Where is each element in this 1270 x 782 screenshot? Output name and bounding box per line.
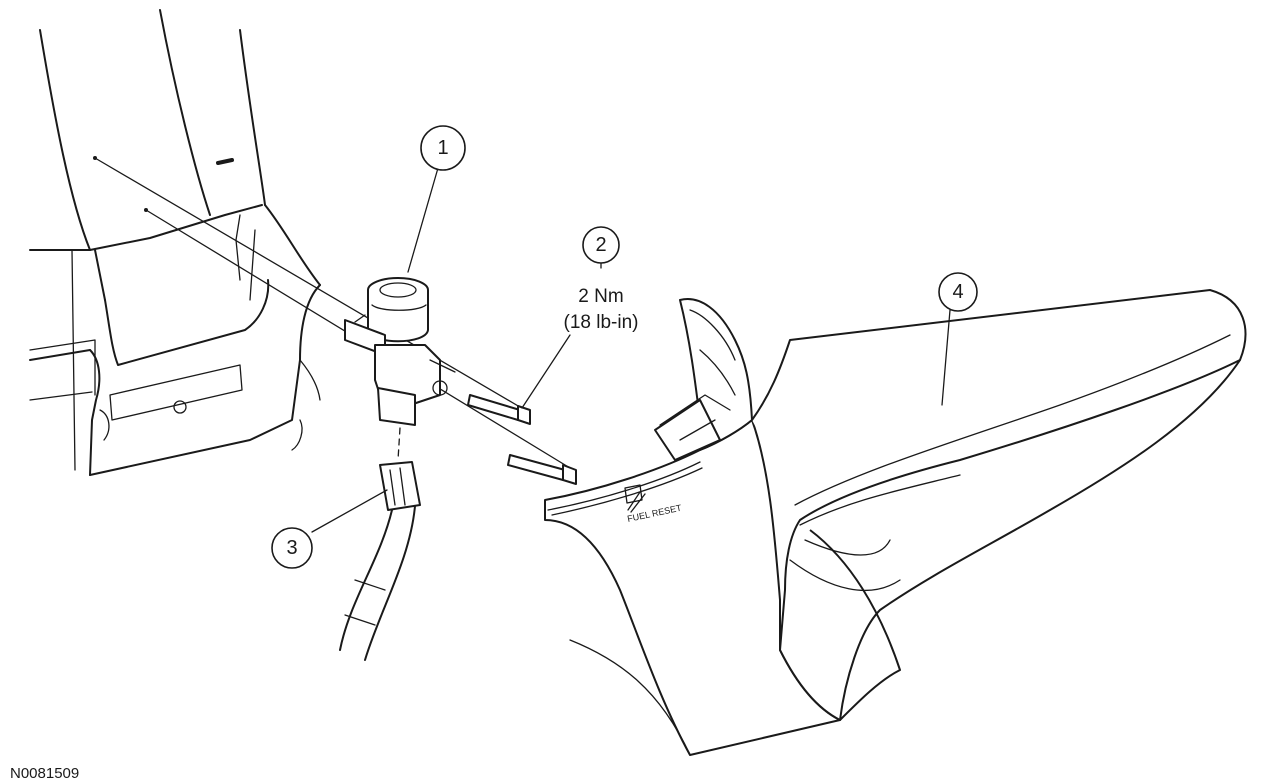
- vehicle-body-pillar: [29, 9, 321, 476]
- torque-spec: 2 Nm (18 lb-in): [564, 286, 639, 333]
- callout-leaders: [311, 167, 951, 533]
- callout-2: 2: [582, 226, 620, 264]
- inertia-fuel-shutoff-switch: [344, 277, 456, 426]
- callout-3: 3: [271, 527, 313, 569]
- callout-3-number: 3: [286, 537, 297, 559]
- callout-1: 1: [420, 125, 466, 171]
- electrical-connector: [339, 427, 421, 661]
- callout-4-number: 4: [952, 281, 963, 303]
- kick-panel-trim: [544, 289, 1247, 756]
- callout-1-number: 1: [437, 137, 448, 159]
- callout-4: 4: [938, 272, 978, 312]
- torque-spec-metric: 2 Nm: [578, 286, 623, 307]
- retaining-bolts: [467, 394, 577, 485]
- art-id-label: N0081509: [10, 765, 79, 782]
- bolt-alignment-lines: [93, 156, 571, 469]
- torque-spec-imperial: (18 lb-in): [564, 312, 639, 333]
- callout-2-number: 2: [595, 234, 606, 256]
